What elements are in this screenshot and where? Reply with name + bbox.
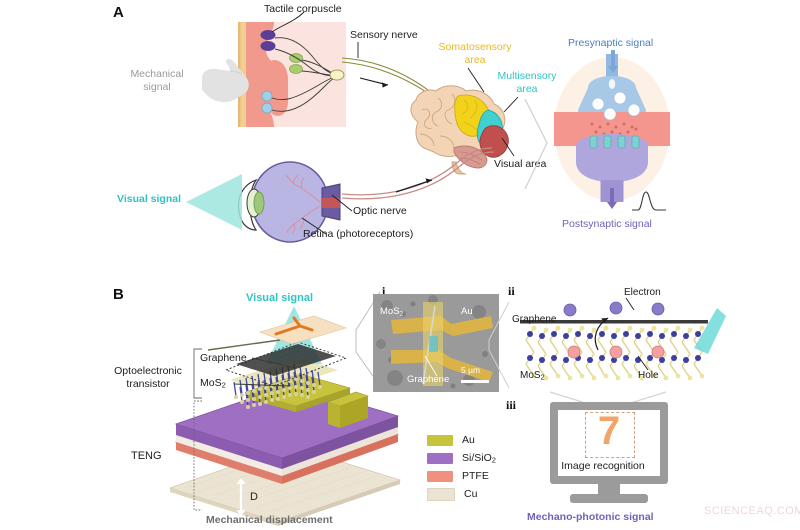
inset-i-zoom-bracket	[355, 291, 381, 387]
visual-signal-label-a: Visual signal	[117, 193, 181, 205]
legend-label-si-sio2: Si/SiO2	[462, 451, 496, 465]
teng-bracket	[193, 400, 202, 511]
device-stack-illustration	[168, 315, 402, 526]
multisensory-area-label-line1: Multisensory	[497, 70, 557, 82]
sem-image-content	[373, 294, 499, 392]
inset-ii-band-diagram	[520, 301, 726, 381]
synapse-zoom-bracket	[524, 98, 548, 190]
optoelectronic-transistor-bracket	[193, 348, 202, 399]
inset-ii-electron-label: Electron	[624, 287, 661, 298]
synapse-illustration	[554, 54, 670, 202]
retina-label: Retina (photoreceptors)	[303, 228, 414, 240]
somatosensory-leader-line	[467, 67, 485, 93]
watermark: SCIENCEAQ.COM	[704, 505, 800, 517]
mechanical-signal-label-line1: Mechanical	[130, 68, 184, 80]
panel-a-letter: A	[113, 4, 124, 21]
visual-area-label: Visual area	[494, 158, 547, 170]
presynaptic-arrow	[608, 50, 618, 73]
optic-nerve-label: Optic nerve	[353, 205, 407, 217]
eye-illustration	[237, 161, 341, 243]
recognized-digit: 7	[597, 409, 621, 453]
tactile-corpuscle-leader-line	[271, 11, 305, 33]
graphene-label-stack: Graphene	[200, 352, 247, 364]
inset-ii-hole-label: Hole	[638, 370, 659, 381]
tactile-corpuscle-label: Tactile corpuscle	[264, 3, 342, 15]
sem-au-label: Au	[461, 306, 473, 317]
sem-scale-bar-label: 5 µm	[461, 365, 481, 375]
visual-signal-label-b: Visual signal	[246, 292, 314, 304]
visual-signal-cone-a	[186, 174, 242, 230]
visual-area-leader-line	[501, 137, 515, 157]
inset-ii-electron-leader-line	[625, 297, 635, 311]
inset-i-roman: i	[382, 284, 386, 298]
panel-b-letter: B	[113, 286, 124, 303]
legend-swatch-cu	[427, 487, 455, 501]
mechanical-signal-label-line2: signal	[143, 81, 171, 93]
multisensory-area-label-line2: area	[516, 83, 538, 95]
mechano-photonic-signal-label: Mechano-photonic signal	[527, 511, 654, 523]
optoelectronic-transistor-label-line2: transistor	[126, 378, 170, 390]
image-recognition-label: Image recognition	[561, 460, 645, 472]
multisensory-leader-line	[503, 96, 519, 113]
sem-image-inset: MoS2 Au Graphene 5 µm	[373, 294, 499, 392]
inset-ii-mos2-label: MoS2	[520, 370, 545, 382]
legend-item-au: Au	[427, 431, 496, 449]
legend-swatch-ptfe	[427, 470, 453, 482]
sensory-nerve-label: Sensory nerve	[350, 29, 418, 41]
hand-icon	[202, 58, 249, 103]
recognition-bounding-box	[585, 412, 635, 458]
legend-item-ptfe: PTFE	[427, 467, 496, 485]
inset-ii-graphene-label: Graphene	[512, 314, 557, 325]
legend-label-cu: Cu	[464, 488, 478, 500]
sem-mos2-label: MoS2	[380, 306, 404, 318]
displacement-marker-label: D	[250, 491, 258, 503]
optic-nerve-pathway	[341, 147, 495, 200]
inset-ii-roman: ii	[508, 284, 515, 298]
postsynaptic-arrow-and-spike	[607, 188, 666, 211]
mos2-label-stack: MoS2	[200, 377, 226, 390]
teng-label: TENG	[131, 450, 162, 462]
mos2-leader-line-stack	[233, 383, 291, 387]
mechanical-displacement-label: Mechanical displacement	[206, 514, 333, 526]
somatosensory-area-label-line1: Somatosensory	[438, 41, 512, 53]
inset-ii-hole-leader-line	[637, 355, 649, 371]
inset-iii-roman: iii	[506, 398, 517, 412]
monitor-illustration	[550, 402, 668, 503]
inset-ii-zoom-bracket	[488, 301, 510, 389]
retina-leader-line	[301, 217, 327, 235]
legend-item-cu: Cu	[427, 485, 496, 503]
legend-swatch-au	[427, 434, 453, 446]
sem-graphene-label: Graphene	[407, 374, 450, 385]
legend-label-ptfe: PTFE	[462, 470, 489, 482]
optic-nerve-leader-line	[331, 194, 353, 212]
legend-item-si-sio2: Si/SiO2	[427, 449, 496, 467]
brain-illustration	[410, 85, 509, 175]
optoelectronic-transistor-label-line1: Optoelectronic	[114, 365, 182, 377]
materials-legend: Au Si/SiO2 PTFE Cu	[427, 431, 496, 503]
presynaptic-signal-label: Presynaptic signal	[568, 37, 654, 49]
legend-label-au: Au	[462, 434, 475, 446]
graphene-leader-line-stack	[251, 357, 297, 369]
sem-graphene-leader-line	[424, 355, 438, 377]
postsynaptic-signal-label: Postsynaptic signal	[562, 218, 652, 230]
somatosensory-area-label-line2: area	[464, 54, 486, 66]
displacement-arrow	[236, 478, 246, 516]
legend-swatch-si-sio2	[427, 452, 453, 464]
